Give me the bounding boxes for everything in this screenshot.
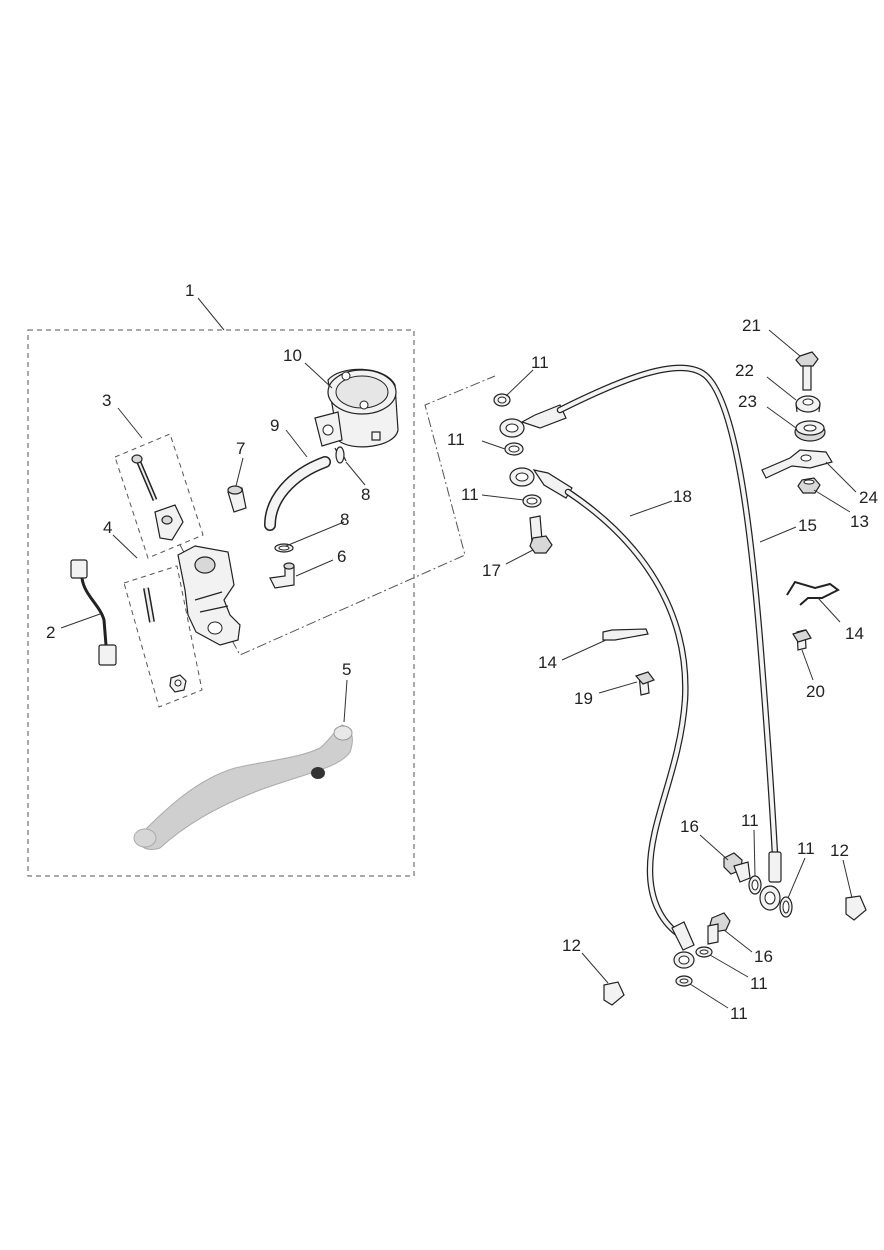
callout-14-left: 14 bbox=[538, 653, 557, 672]
part-6-elbow-fitting bbox=[269, 562, 295, 589]
part-3-pivot-bolt bbox=[131, 454, 184, 541]
callout-20: 20 bbox=[806, 682, 825, 701]
part-20-bolt bbox=[792, 629, 812, 651]
part-4-pushrod bbox=[143, 587, 187, 693]
callout-12-right: 12 bbox=[830, 841, 849, 860]
callout-23: 23 bbox=[738, 392, 757, 411]
callout-10: 10 bbox=[283, 346, 302, 365]
callout-17: 17 bbox=[482, 561, 501, 580]
callout-11-f: 11 bbox=[750, 974, 768, 993]
part-14-hose-bracket-upper bbox=[786, 580, 840, 606]
callout-3: 3 bbox=[102, 391, 111, 410]
callout-11-a: 11 bbox=[531, 353, 549, 372]
assembly-boundaries bbox=[27, 329, 496, 877]
part-22-spacer bbox=[795, 395, 821, 413]
callout-13: 13 bbox=[850, 512, 869, 531]
part-24-mounting-bracket bbox=[761, 449, 833, 479]
part-18-clutch-hose bbox=[509, 467, 695, 969]
part-15-clutch-hose bbox=[499, 364, 782, 911]
part-5-clutch-lever bbox=[133, 724, 353, 850]
part-12-hose-clip-right bbox=[845, 895, 867, 921]
callout-11-b: 11 bbox=[447, 430, 465, 449]
parts bbox=[70, 351, 867, 1006]
callout-11-d: 11 bbox=[741, 811, 759, 830]
callout-18: 18 bbox=[673, 487, 692, 506]
callout-2: 2 bbox=[46, 623, 55, 642]
part-7-bleed-nipple bbox=[227, 485, 247, 513]
part-17-banjo-bolt bbox=[529, 515, 553, 554]
part-14-hose-bracket-lower bbox=[602, 628, 649, 641]
part-21-bolt bbox=[795, 351, 819, 391]
callout-21: 21 bbox=[742, 316, 761, 335]
part-8-hose-clip-lower bbox=[274, 543, 294, 553]
part-2-clutch-switch bbox=[70, 559, 117, 666]
part-10-fluid-reservoir bbox=[314, 368, 399, 448]
part-19-bolt bbox=[634, 671, 655, 696]
callout-15: 15 bbox=[798, 516, 817, 535]
callout-8-upper: 8 bbox=[361, 485, 370, 504]
part-8-hose-clip-upper bbox=[334, 446, 347, 464]
part-16-banjo-bolt-lower bbox=[707, 912, 731, 945]
callout-12-left: 12 bbox=[562, 936, 581, 955]
callout-16-lower: 16 bbox=[754, 947, 773, 966]
master-cylinder-body bbox=[177, 545, 241, 646]
part-23-grommet bbox=[794, 420, 826, 442]
part-13-nut bbox=[797, 477, 821, 494]
part-12-hose-clip-left bbox=[603, 981, 625, 1006]
callout-11-c: 11 bbox=[461, 485, 479, 504]
assembly-1-dashed-box bbox=[27, 329, 415, 877]
callout-4: 4 bbox=[103, 518, 112, 537]
callout-9: 9 bbox=[270, 416, 279, 435]
callout-22: 22 bbox=[735, 361, 754, 380]
callout-11-e: 11 bbox=[797, 839, 815, 858]
callout-7: 7 bbox=[236, 439, 245, 458]
part-11-sealing-washers bbox=[493, 393, 793, 987]
callout-labels: 1 2 3 4 5 6 7 8 8 9 10 11 11 11 11 11 11… bbox=[46, 281, 878, 1023]
callout-6: 6 bbox=[337, 547, 346, 566]
part-16-banjo-bolt-upper bbox=[723, 852, 751, 883]
subassembly-4-dashed-box bbox=[123, 565, 203, 708]
callout-24: 24 bbox=[859, 488, 878, 507]
callout-11-g: 11 bbox=[730, 1004, 748, 1023]
leader-lines bbox=[60, 297, 857, 1009]
subassembly-3-dashed-box bbox=[114, 433, 204, 559]
callout-1: 1 bbox=[185, 281, 194, 300]
callout-5: 5 bbox=[342, 660, 351, 679]
callout-14-right: 14 bbox=[845, 624, 864, 643]
callout-16-upper: 16 bbox=[680, 817, 699, 836]
part-9-reservoir-hose bbox=[264, 456, 331, 531]
callout-19: 19 bbox=[574, 689, 593, 708]
callout-8-lower: 8 bbox=[340, 510, 349, 529]
